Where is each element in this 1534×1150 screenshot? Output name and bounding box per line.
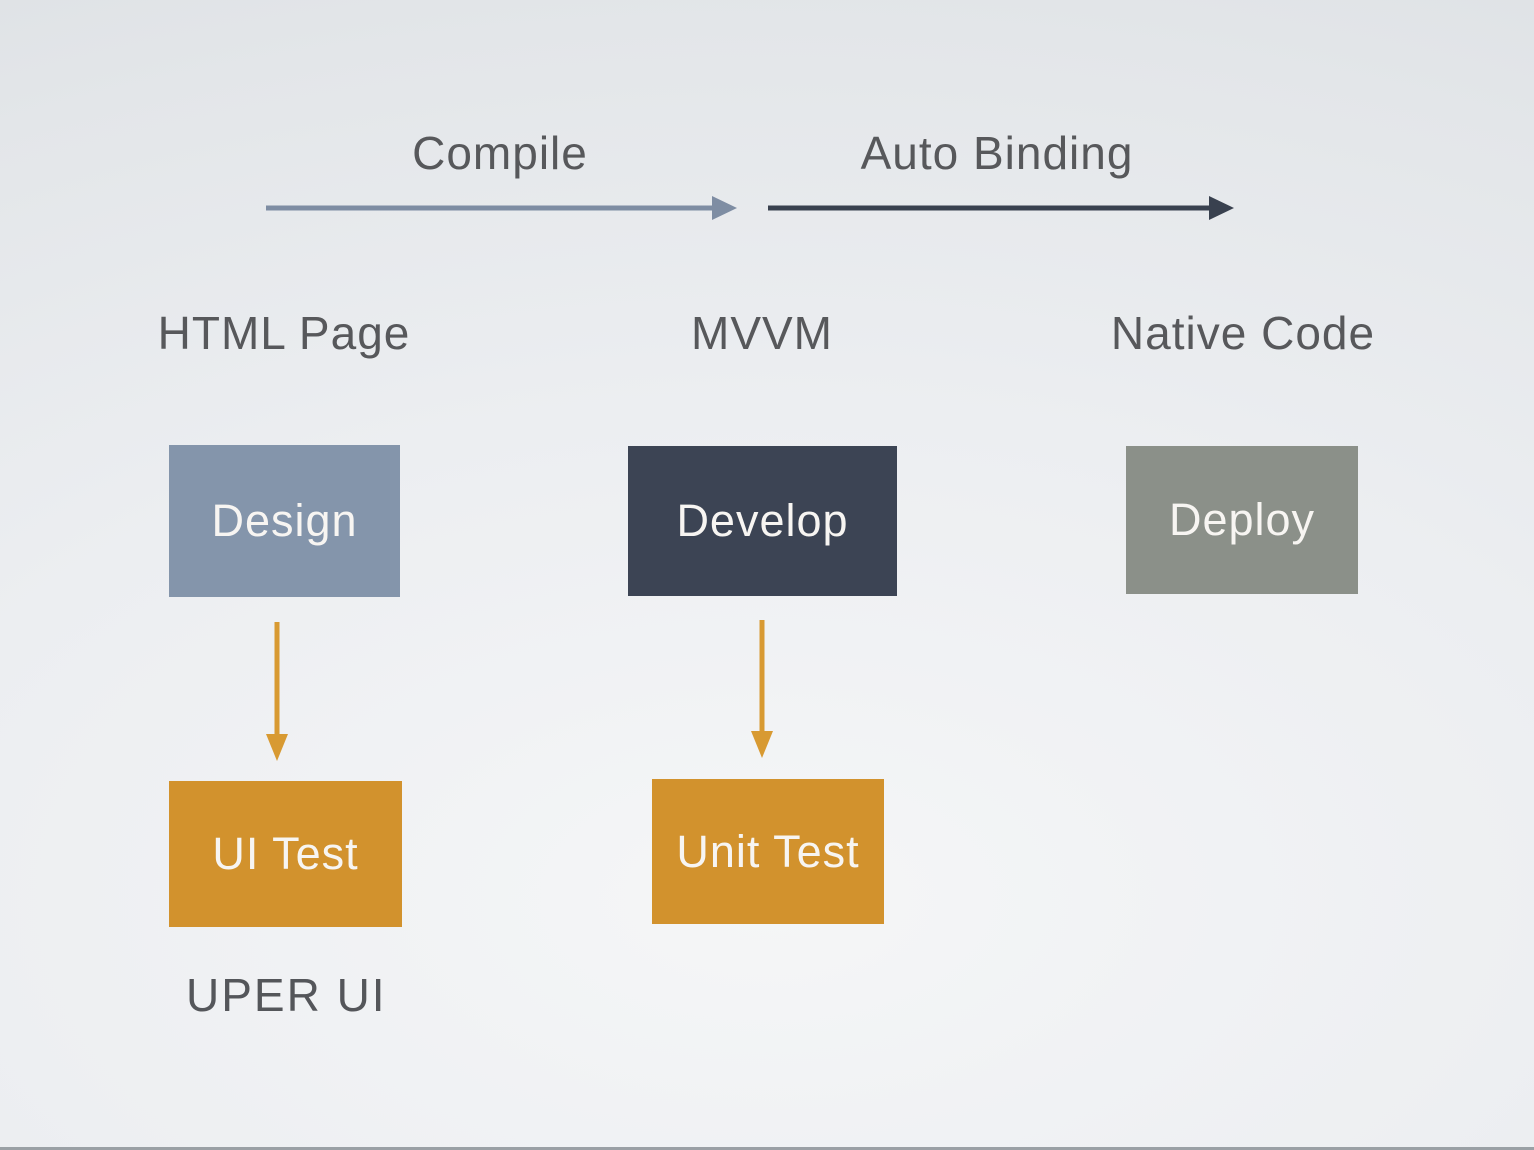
unit-test-box-label: Unit Test [676, 825, 860, 877]
ui-test-box: UI Test [169, 781, 402, 927]
unit-test-box: Unit Test [652, 779, 884, 924]
ui-test-box-label: UI Test [212, 828, 359, 879]
column-label-native-code: Native Code [1110, 307, 1376, 359]
column-label-html-page: HTML Page [157, 307, 411, 359]
design-to-uitest-arrow [266, 622, 288, 761]
auto-binding-flow-arrow [768, 196, 1234, 220]
develop-box: Develop [628, 446, 897, 596]
deploy-box-label: Deploy [1168, 494, 1316, 545]
uper-ui-footer-label: UPER UI [186, 969, 387, 1021]
design-box-label: Design [211, 495, 358, 546]
develop-box-label: Develop [676, 495, 849, 546]
column-label-mvvm: MVVM [691, 307, 833, 359]
auto-binding-flow-label: Auto Binding [860, 127, 1134, 179]
compile-flow-arrow [266, 196, 737, 220]
compile-flow-label: Compile [412, 127, 588, 179]
deploy-box: Deploy [1126, 446, 1358, 594]
slide-bottom-edge [0, 1147, 1534, 1150]
develop-to-unittest-arrow [751, 620, 773, 758]
design-box: Design [169, 445, 400, 597]
